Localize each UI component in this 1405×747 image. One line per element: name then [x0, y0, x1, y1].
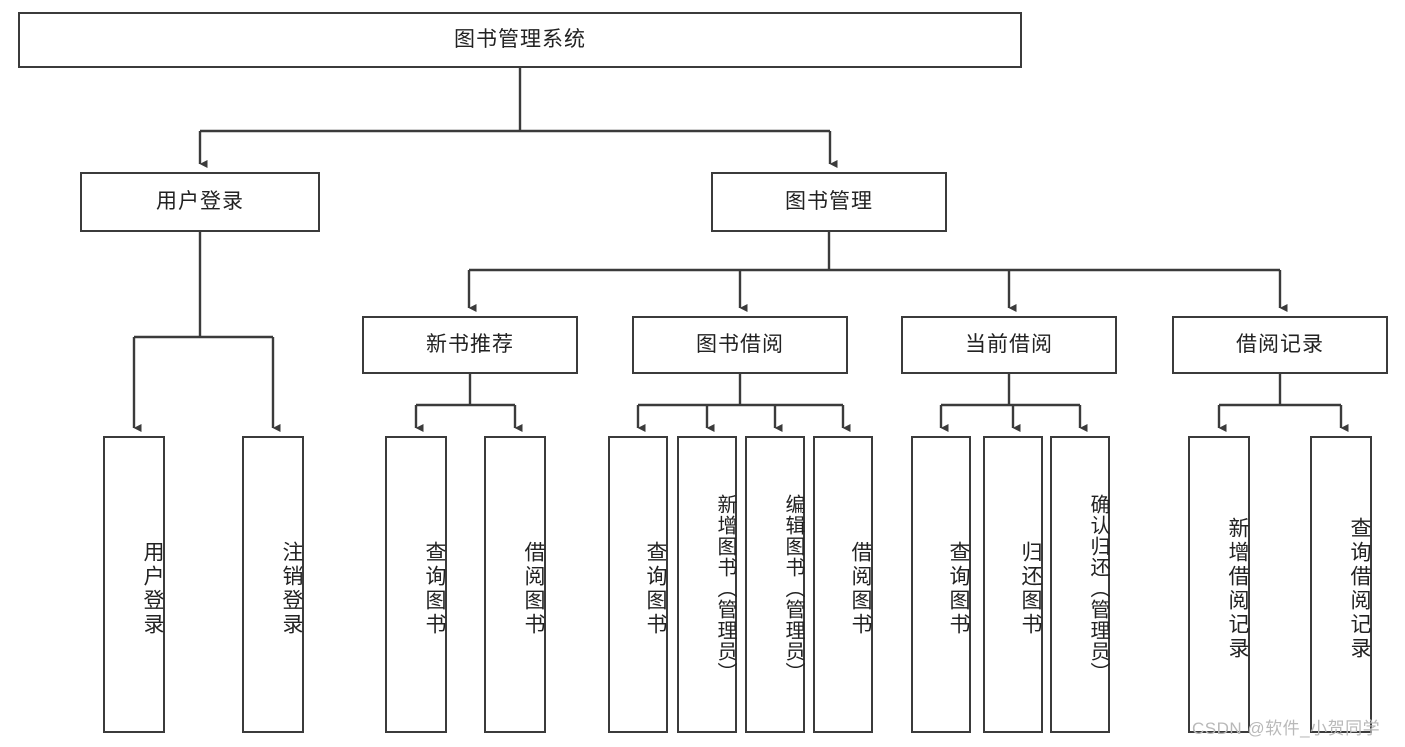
leaf-confirm-return-admin[interactable]: 确认归还（管理员）	[1050, 436, 1110, 733]
leaf-query-borrow-record[interactable]: 查询借阅记录	[1310, 436, 1372, 733]
node-book-management[interactable]: 图书管理	[711, 172, 947, 232]
leaf-query-book-recommend[interactable]: 查询图书	[385, 436, 447, 733]
leaf-add-borrow-record[interactable]: 新增借阅记录	[1188, 436, 1250, 733]
leaf-return-book[interactable]: 归还图书	[983, 436, 1043, 733]
leaf-add-book-admin[interactable]: 新增图书（管理员）	[677, 436, 737, 733]
node-new-book-recommend[interactable]: 新书推荐	[362, 316, 578, 374]
node-borrow-record[interactable]: 借阅记录	[1172, 316, 1388, 374]
leaf-query-book-borrow[interactable]: 查询图书	[608, 436, 668, 733]
leaf-borrow-book-recommend[interactable]: 借阅图书	[484, 436, 546, 733]
leaf-borrow-book[interactable]: 借阅图书	[813, 436, 873, 733]
leaf-logout[interactable]: 注销登录	[242, 436, 304, 733]
node-current-borrow[interactable]: 当前借阅	[901, 316, 1117, 374]
node-root-system[interactable]: 图书管理系统	[18, 12, 1022, 68]
watermark-label: CSDN @软件_小贺同学	[1192, 719, 1381, 738]
leaf-user-login[interactable]: 用户登录	[103, 436, 165, 733]
leaf-edit-book-admin[interactable]: 编辑图书（管理员）	[745, 436, 805, 733]
leaf-query-book-current[interactable]: 查询图书	[911, 436, 971, 733]
node-user-login[interactable]: 用户登录	[80, 172, 320, 232]
node-book-borrow[interactable]: 图书借阅	[632, 316, 848, 374]
